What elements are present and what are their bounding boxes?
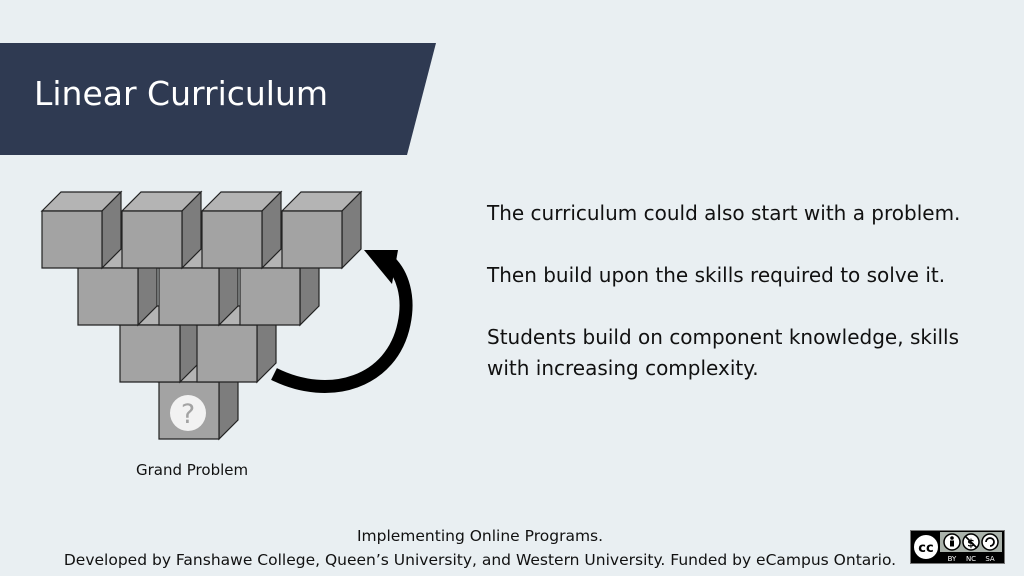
svg-text:?: ? [181,399,195,430]
cube-front-face [41,210,103,269]
footer: Implementing Online Programs. Developed … [0,524,960,572]
cube-front-face [158,267,220,326]
cube-front-face [121,210,183,269]
cube-block [200,190,283,270]
grand-problem-label: Grand Problem [136,461,249,479]
cube-front-face [119,324,181,383]
cube-front-face [201,210,263,269]
cube-block [280,190,363,270]
cube-block [120,190,203,270]
cc-label-nc: NC [966,555,976,563]
paragraph-component-knowledge: Students build on component knowledge, s… [487,325,960,380]
cube-front-face [196,324,258,383]
svg-text:cc: cc [918,541,933,556]
curved-arrow [271,250,413,393]
footer-line-2: Developed by Fanshawe College, Queen’s U… [63,551,897,569]
footer-line-1: Implementing Online Programs. [356,527,604,545]
cube-front-face [77,267,139,326]
cc-label-by: BY [948,555,957,563]
body-text: The curriculum could also start with a p… [487,198,987,415]
cube-block [40,190,123,270]
title-banner [0,43,436,155]
question-mark-icon: ? [170,395,206,431]
paragraph-start-with-problem: The curriculum could also start with a p… [487,201,961,225]
creative-commons-by-nc-sa-icon: cc $ BY NC SA [910,530,1005,564]
slide-title: Linear Curriculum [34,74,329,113]
block-pyramid-diagram: ? [40,190,413,441]
paragraph-build-upon-skills: Then build upon the skills required to s… [487,263,946,287]
cc-label-sa: SA [985,555,995,563]
cube-front-face [239,267,301,326]
cube-front-face [281,210,343,269]
